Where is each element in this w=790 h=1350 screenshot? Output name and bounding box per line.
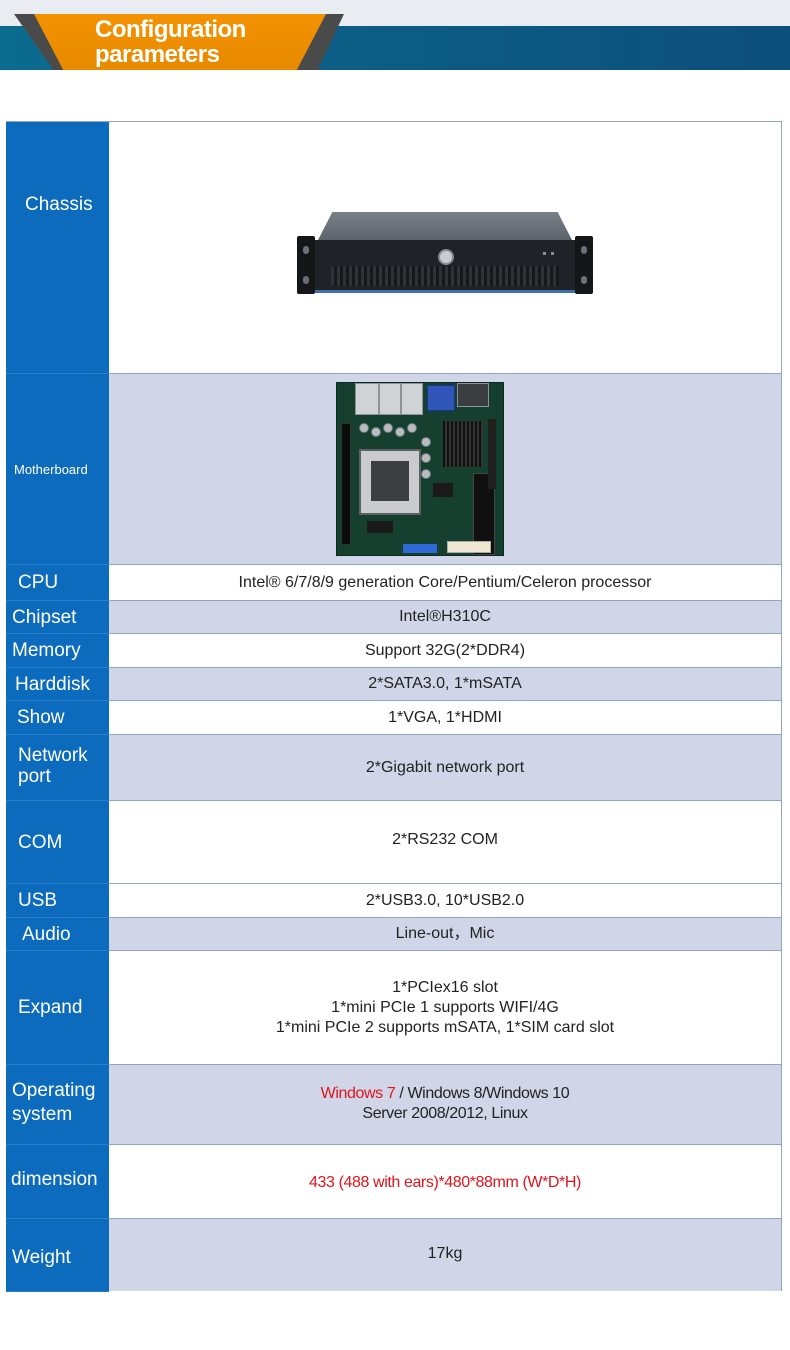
spec-value: Line-out，Mic [109,918,782,950]
chassis-vent [331,266,559,286]
spec-value: Support 32G(2*DDR4) [109,634,782,667]
spec-label: CPU [6,565,109,601]
chassis-ear-right [575,236,593,294]
ear-hole [303,276,309,284]
spec-row-memory: Memory Support 32G(2*DDR4) [6,634,782,668]
ear-hole [581,246,587,254]
spec-row-chassis: Chassis [6,122,782,374]
spec-row-network: Network port 2*Gigabit network port [6,735,782,801]
capacitor [421,437,431,447]
spec-label: Motherboard [6,374,109,565]
lock-icon [438,249,454,265]
spec-row-dimension: dimension 433 (488 with ears)*480*88mm (… [6,1145,782,1219]
spec-label: Chipset [6,601,109,634]
chipset-heatsink [443,421,483,467]
spec-value: 2*USB3.0, 10*USB2.0 [109,884,782,917]
spec-label: Weight [6,1219,109,1292]
spec-value: 2*Gigabit network port [109,735,782,800]
chassis-image [295,204,595,304]
spec-label: Expand [6,951,109,1065]
led-icon [551,252,554,255]
power-connector [447,541,491,553]
os-highlight: Windows 7 [320,1084,396,1102]
spec-row-expand: Expand 1*PCIex16 slot 1*mini PCIe 1 supp… [6,951,782,1065]
spec-label: Memory [6,634,109,668]
chassis-ear-left [297,236,315,294]
spec-label: USB [6,884,109,918]
spec-value: 17kg [109,1219,782,1291]
expand-line: 1*mini PCIe 2 supports mSATA, 1*SIM card… [275,1018,615,1036]
spec-label: dimension [6,1145,109,1219]
capacitor [407,423,417,433]
capacitor [359,423,369,433]
spec-row-usb: USB 2*USB3.0, 10*USB2.0 [6,884,782,918]
spec-row-chipset: Chipset Intel®H310C [6,601,782,634]
spec-row-audio: Audio Line-out，Mic [6,918,782,951]
spec-value: 1*VGA, 1*HDMI [109,701,782,734]
memory-slot [488,419,496,489]
spec-label: Show [6,701,109,735]
sata-port [403,544,437,553]
spec-label: Network port [6,735,109,801]
spec-row-com: COM 2*RS232 COM [6,801,782,884]
os-line-1: Windows 7 / Windows 8/Windows 10 [321,1084,570,1104]
ear-hole [581,276,587,284]
capacitor [395,427,405,437]
spec-value: 2*SATA3.0, 1*mSATA [109,668,782,700]
spec-row-motherboard: Motherboard [6,374,782,565]
ear-hole [303,246,309,254]
capacitor [421,453,431,463]
cpu-socket [359,449,421,515]
io-port [401,383,423,415]
os-rest: / Windows 8/Windows 10 [395,1084,570,1102]
io-port [379,383,401,415]
pcie-slot [341,423,351,545]
os-line-2: Server 2008/2012, Linux [362,1104,528,1122]
spec-row-os: Operating system Windows 7 / Windows 8/W… [6,1065,782,1145]
socket-core [371,461,409,501]
spec-label: COM [6,801,109,884]
spec-row-weight: Weight 17kg [6,1219,782,1292]
spec-label: Audio [6,918,109,951]
spec-row-harddisk: Harddisk 2*SATA3.0, 1*mSATA [6,668,782,701]
section-banner: Configuration parameters [0,0,790,70]
spec-label: Operating system [6,1065,109,1145]
memory-slot [473,473,495,555]
capacitor [383,423,393,433]
io-port [457,383,489,407]
spec-value: Intel® 6/7/8/9 generation Core/Pentium/C… [109,565,782,600]
expand-line: 1*PCIex16 slot [392,978,498,996]
banner-orange-tab [34,14,326,70]
spec-value: 433 (488 with ears)*480*88mm (W*D*H) [109,1145,782,1218]
spec-value-os: Windows 7 / Windows 8/Windows 10 Server … [109,1065,782,1144]
section-title: Configuration parameters [95,16,246,68]
chip [367,521,393,533]
spec-label: Chassis [6,122,109,374]
spec-value: 2*RS232 COM [109,801,782,883]
spec-label: Harddisk [6,668,109,701]
motherboard-image [336,382,504,556]
chassis-top-panel [317,212,573,242]
spec-row-show: Show 1*VGA, 1*HDMI [6,701,782,735]
expand-line: 1*mini PCIe 1 supports WIFI/4G [331,998,559,1016]
led-icon [543,252,546,255]
spec-value-chassis [109,122,782,373]
spec-table: Chassis Motherboard [6,121,782,1292]
chassis-stripe [313,290,577,293]
capacitor [371,427,381,437]
spec-value-motherboard [109,374,782,564]
spec-row-cpu: CPU Intel® 6/7/8/9 generation Core/Penti… [6,565,782,601]
capacitor [421,469,431,479]
io-port [355,383,379,415]
chip [433,483,453,497]
spec-value-expand: 1*PCIex16 slot 1*mini PCIe 1 supports WI… [109,951,782,1064]
spec-value: Intel®H310C [109,601,782,633]
vga-port [427,385,455,411]
